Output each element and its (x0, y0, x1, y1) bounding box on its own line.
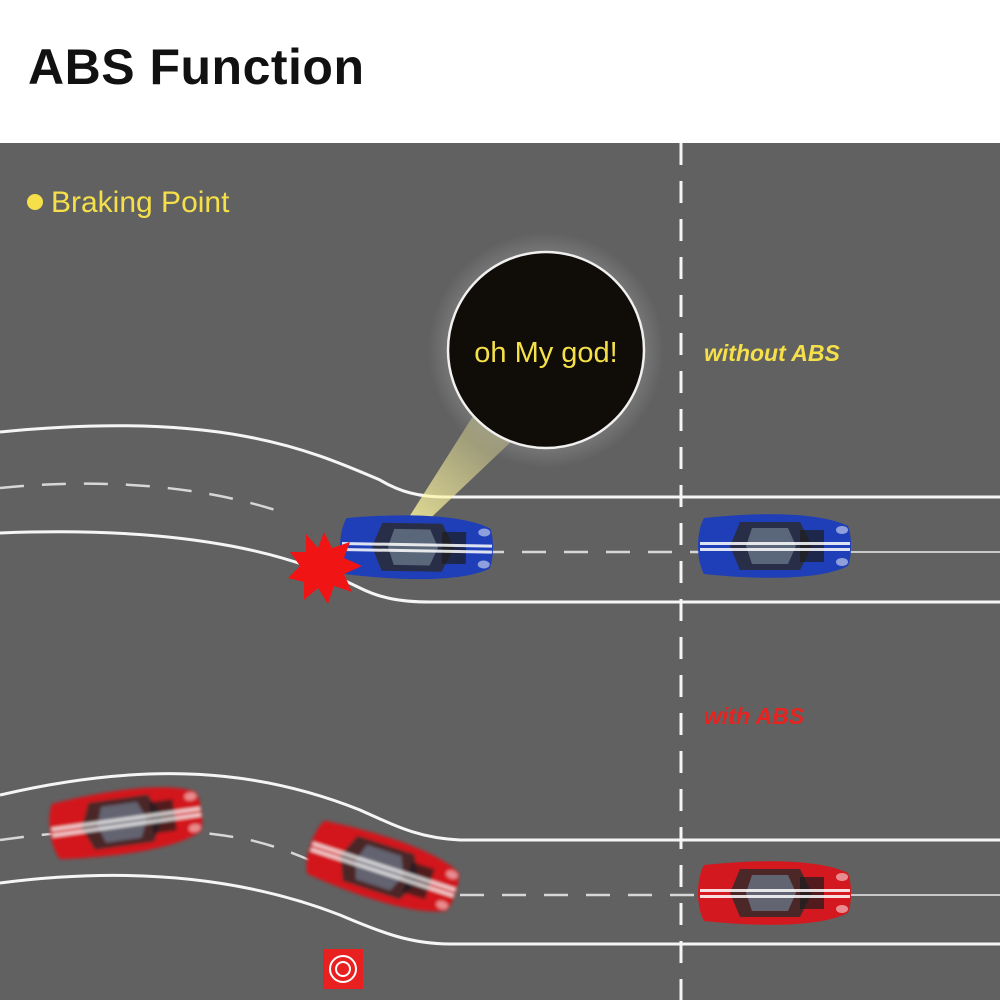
abs-warning-icon (323, 949, 363, 989)
page-title: ABS Function (28, 39, 365, 95)
with-abs-label: with ABS (704, 703, 805, 729)
blue-car-stopped (698, 514, 851, 578)
impact-burst-icon (288, 532, 362, 604)
without-abs-label: without ABS (704, 340, 841, 366)
abs-diagram: Braking Point without ABS with ABS oh My… (0, 143, 1000, 1000)
red-car-stopped (698, 861, 851, 925)
blue-car-crashing (339, 514, 494, 581)
speech-text: oh My god! (474, 337, 617, 369)
bottom-road-lanes (0, 772, 1000, 946)
legend: Braking Point (27, 186, 230, 219)
braking-point-dot-icon (27, 194, 43, 210)
speech-bubble: oh My god! (404, 232, 664, 530)
legend-label: Braking Point (51, 186, 230, 219)
